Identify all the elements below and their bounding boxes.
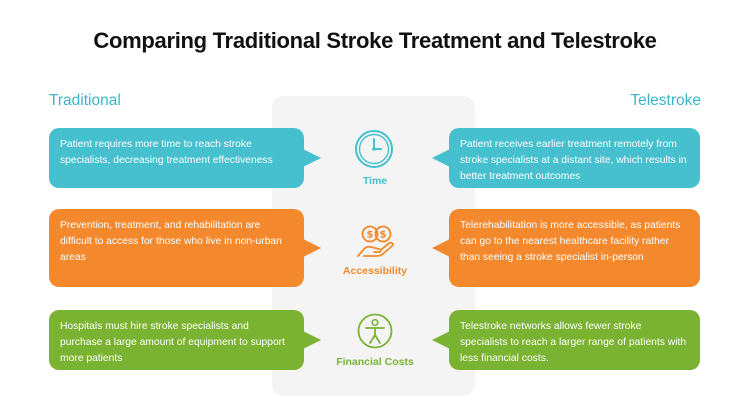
page-title: Comparing Traditional Stroke Treatment a… <box>93 28 657 53</box>
person-circle-icon <box>357 313 393 349</box>
svg-text:$: $ <box>367 230 374 241</box>
category-time: Time <box>362 175 388 187</box>
category-financial-costs: Financial Costs <box>336 356 414 368</box>
traditional-accessibility-box: Prevention, treatment, and rehabilitatio… <box>49 209 321 287</box>
category-accessibility: Accessibility <box>342 265 408 277</box>
telestroke-financial-box: Telestroke networks allows fewer stroke … <box>432 310 700 370</box>
telestroke-accessibility-box: Telerehabilitation is more accessible, a… <box>432 209 700 287</box>
telestroke-time-box: Patient receives earlier treatment remot… <box>432 128 700 188</box>
clock-icon <box>355 130 393 168</box>
traditional-heading: Traditional <box>49 92 121 109</box>
traditional-time-box: Patient requires more time to reach stro… <box>49 128 321 188</box>
telestroke-heading: Telestroke <box>630 92 701 109</box>
svg-text:$: $ <box>380 230 387 241</box>
traditional-financial-box: Hospitals must hire stroke specialists a… <box>49 310 321 370</box>
hand-coins-icon: $ $ <box>357 225 394 257</box>
